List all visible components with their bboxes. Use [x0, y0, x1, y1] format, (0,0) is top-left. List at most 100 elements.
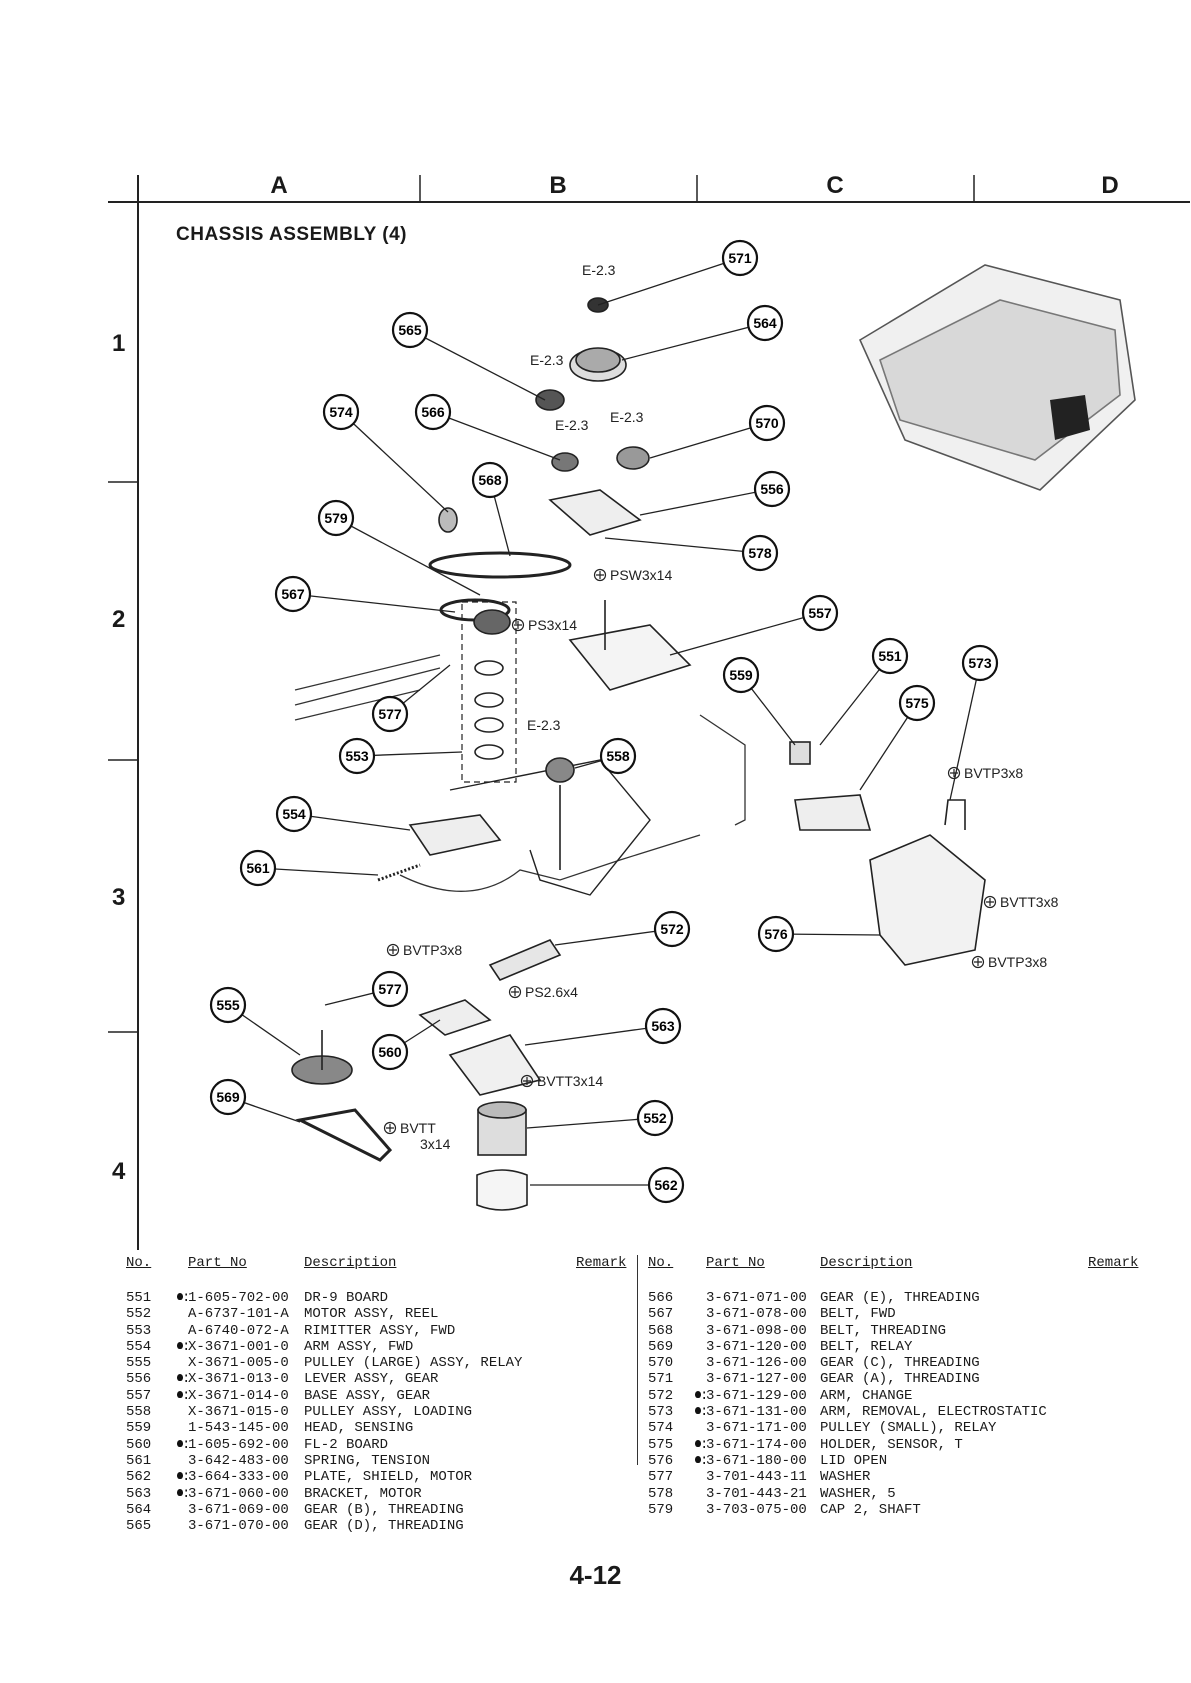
safety-mark-icon: [694, 1388, 702, 1398]
safety-mark-icon: [176, 1339, 184, 1349]
callout-label: 555: [216, 997, 240, 1013]
part-index: 562: [126, 1469, 152, 1486]
callout-label: 573: [968, 655, 992, 671]
leader-line: [409, 329, 546, 401]
part-number: 3-671-126-00: [706, 1355, 807, 1372]
part-number: X-3671-014-0: [188, 1387, 289, 1404]
part-number: 3-671-129-00: [706, 1387, 807, 1404]
safety-mark-icon: [176, 1388, 184, 1398]
leader-line: [554, 928, 673, 946]
part-index: 563: [126, 1485, 152, 1502]
part-number: 3-703-075-00: [706, 1501, 807, 1518]
callout-circle: [239, 849, 277, 887]
part-number: 3-671-180-00: [706, 1452, 807, 1469]
part-description: FL-2 BOARD: [304, 1436, 389, 1453]
fastener-label: E-2.3: [610, 409, 644, 425]
callout-circle: [722, 656, 760, 694]
part-index: 578: [648, 1485, 674, 1502]
mark-separator: :: [182, 1436, 191, 1453]
callout-circle: [338, 737, 376, 775]
part-description: WASHER, 5: [820, 1485, 896, 1502]
callout-circle: [209, 1078, 247, 1116]
callout-circle: [599, 737, 637, 775]
part-number: 1-605-692-00: [188, 1436, 289, 1453]
part-number: 3-671-171-00: [706, 1420, 807, 1437]
col-header-remark: Remark: [1088, 1255, 1139, 1271]
part-index: 577: [648, 1469, 674, 1486]
mark-separator: :: [182, 1290, 191, 1306]
mark-separator: :: [700, 1404, 709, 1421]
callout-circle: [871, 637, 909, 675]
callout-circle: [644, 1007, 682, 1045]
part-index: 561: [126, 1452, 152, 1469]
leader-line: [604, 537, 761, 554]
part-description: ARM, REMOVAL, ELECTROSTATIC: [820, 1404, 1047, 1421]
part-index: 579: [648, 1501, 674, 1518]
callout-label: 566: [421, 404, 445, 420]
part-index: 555: [126, 1355, 152, 1372]
col-header-part-no: Part No: [706, 1255, 765, 1271]
part-description: LEVER ASSY, GEAR: [304, 1371, 439, 1388]
mark-separator: :: [700, 1452, 709, 1469]
grid-row-2: 2: [112, 606, 126, 633]
leader-line: [597, 257, 741, 306]
part-index: 557: [126, 1387, 152, 1404]
part-description: PULLEY ASSY, LOADING: [304, 1404, 473, 1421]
part-index: 571: [648, 1371, 674, 1388]
part-description: BRACKET, MOTOR: [304, 1485, 422, 1502]
mark-separator: :: [700, 1387, 709, 1404]
grid-column-d: D: [1101, 172, 1119, 199]
part-description: GEAR (D), THREADING: [304, 1518, 464, 1535]
part-number: X-3671-001-0: [188, 1338, 289, 1355]
callout-circle: [961, 644, 999, 682]
part-index: 560: [126, 1436, 152, 1453]
part-description: PULLEY (LARGE) ASSY, RELAY: [304, 1355, 523, 1372]
mark-separator: :: [182, 1387, 191, 1404]
callout-label: 579: [324, 510, 348, 526]
phillips-cross-icon: [514, 621, 522, 629]
phillips-cross-icon: [986, 898, 994, 906]
callout-label: 562: [654, 1177, 678, 1193]
callout-label: 551: [878, 648, 902, 664]
callout-circle: [371, 1033, 409, 1071]
callout-label: 554: [282, 806, 306, 822]
callout-label: 557: [808, 605, 832, 621]
part-number: X-3671-015-0: [188, 1404, 289, 1421]
leader-line: [949, 662, 981, 801]
callout-label: 567: [281, 586, 305, 602]
leader-line: [669, 612, 821, 656]
part-index: 553: [126, 1322, 152, 1339]
leader-line: [340, 411, 449, 513]
fastener-label: PS2.6x4: [525, 984, 578, 1000]
fastener-label: E-2.3: [555, 417, 589, 433]
part-description: BELT, THREADING: [820, 1322, 947, 1339]
part-index: 576: [648, 1452, 674, 1469]
part-index: 554: [126, 1338, 152, 1355]
callout-label: 561: [246, 860, 270, 876]
part-number: X-3671-013-0: [188, 1371, 289, 1388]
callout-label: 569: [216, 1089, 240, 1105]
part-description: LID OPEN: [820, 1452, 888, 1469]
phillips-screw-icon: [971, 955, 985, 969]
callout-circle: [274, 575, 312, 613]
leader-line: [292, 593, 456, 613]
part-number: 3-671-098-00: [706, 1322, 807, 1339]
part-number: 3-671-071-00: [706, 1290, 807, 1306]
callout-label: 577: [378, 981, 402, 997]
callout-circle: [371, 970, 409, 1008]
part-index: 558: [126, 1404, 152, 1421]
part-description: GEAR (E), THREADING: [820, 1290, 980, 1306]
leader-line: [526, 1117, 656, 1129]
phillips-cross-icon: [596, 571, 604, 579]
fastener-label: BVTT: [400, 1120, 436, 1136]
callout-circle: [317, 499, 355, 537]
part-index: 551: [126, 1290, 152, 1306]
callout-circle: [753, 470, 791, 508]
phillips-cross-icon: [950, 769, 958, 777]
callout-label: 572: [660, 921, 684, 937]
safety-mark-icon: [176, 1437, 184, 1447]
part-description: GEAR (C), THREADING: [820, 1355, 980, 1372]
phillips-screw-icon: [383, 1121, 397, 1135]
fastener-label: E-2.3: [527, 717, 561, 733]
leader-line: [335, 517, 481, 596]
